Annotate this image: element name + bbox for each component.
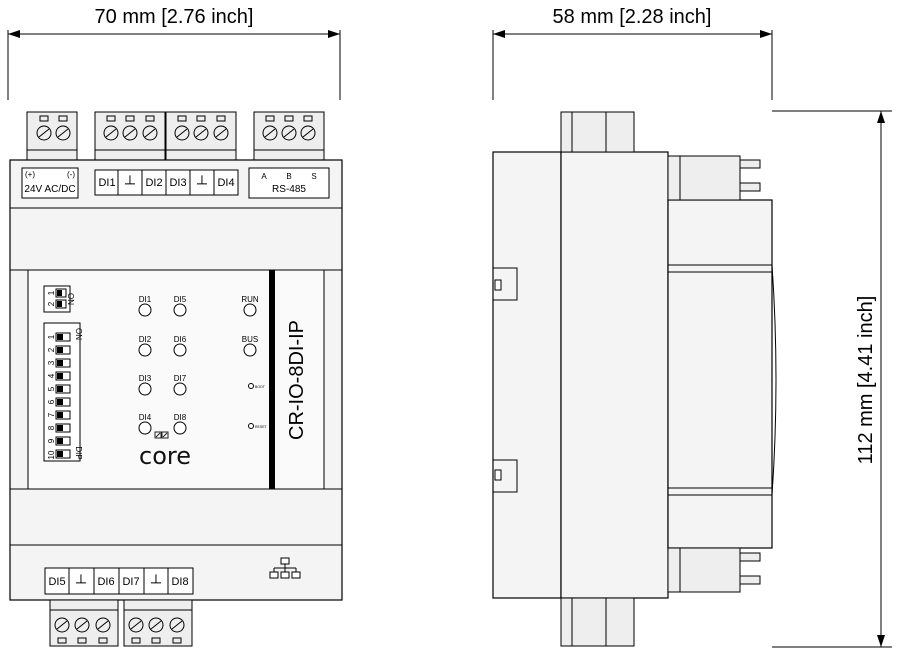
led-di6 bbox=[173, 343, 187, 357]
dip-large-numbers: 1 2 3 4 5 6 7 8 9 10 bbox=[47, 334, 56, 459]
led-di8-label: DI8 bbox=[174, 413, 187, 422]
front-width-label: 70 mm [2.76 inch] bbox=[95, 6, 254, 28]
dip-large-dip-label: DIP bbox=[74, 446, 83, 459]
dip-switch-large: ON DIP 1 2 3 4 5 6 7 bbox=[43, 322, 83, 462]
rs485-label: RS-485 bbox=[272, 184, 306, 195]
side-main-body bbox=[560, 151, 669, 599]
side-width-label: 58 mm [2.28 inch] bbox=[553, 6, 712, 28]
front-width-dimension: 70 mm [2.76 inch] bbox=[7, 6, 341, 100]
dip-switch-small: 1 2 ON bbox=[43, 285, 75, 313]
led-di3-label: DI3 bbox=[139, 374, 152, 383]
side-bottom-plugs bbox=[560, 547, 761, 647]
led-di4-label: DI4 bbox=[139, 413, 152, 422]
led-di6-label: DI6 bbox=[174, 335, 187, 344]
rs485-terminal-label: A B S RS-485 bbox=[248, 167, 330, 199]
power-terminal-label: (+) (-) 24V AC/DC bbox=[21, 167, 79, 199]
dip-num: 3 bbox=[47, 360, 56, 365]
boot-button[interactable] bbox=[248, 383, 254, 389]
dip-num: 4 bbox=[47, 373, 56, 378]
terminal-ground-icon: ┴ bbox=[75, 574, 86, 590]
side-view bbox=[492, 111, 777, 647]
bottom-terminal-labels: DI5 ┴ DI6 DI7 ┴ DI8 bbox=[44, 567, 194, 595]
power-minus-label: (-) bbox=[67, 170, 75, 179]
power-label: 24V AC/DC bbox=[24, 184, 75, 195]
led-di2 bbox=[138, 343, 152, 357]
led-di1 bbox=[138, 303, 152, 317]
dip-num: 1 bbox=[47, 334, 56, 339]
boot-label: BOOT bbox=[255, 385, 266, 389]
rs485-b-label: B bbox=[286, 172, 291, 181]
side-back-plate bbox=[492, 151, 562, 599]
dip-small-num: 1 bbox=[47, 290, 56, 295]
label-divider bbox=[269, 270, 275, 489]
led-di5 bbox=[173, 303, 187, 317]
terminal-di3-label: DI3 bbox=[169, 177, 186, 189]
top-terminal-labels: DI1 ┴ DI2 DI3 ┴ DI4 bbox=[94, 169, 239, 196]
core-logo: core bbox=[139, 431, 191, 470]
terminal-di1-label: DI1 bbox=[98, 177, 115, 189]
model-label: CR-IO-8DI-IP bbox=[286, 320, 308, 440]
rs485-a-label: A bbox=[261, 172, 267, 181]
dip-small-on-label: ON bbox=[66, 293, 75, 305]
dip-num: 5 bbox=[47, 386, 56, 391]
height-dimension: 112 mm [4.41 inch] bbox=[772, 110, 892, 648]
led-di2-label: DI2 bbox=[139, 335, 152, 344]
led-bus-label: BUS bbox=[242, 335, 258, 344]
led-indicators: DI1 DI5 RUN DI2 DI6 BUS DI3 DI7 BOOT DI4… bbox=[138, 295, 268, 435]
led-di7-label: DI7 bbox=[174, 374, 187, 383]
brand-name: core bbox=[139, 442, 191, 470]
terminal-di5-label: DI5 bbox=[48, 576, 65, 588]
rs485-s-label: S bbox=[311, 172, 316, 181]
led-di7 bbox=[173, 382, 187, 396]
dip-small-num: 2 bbox=[47, 301, 56, 306]
terminal-di8-label: DI8 bbox=[171, 576, 188, 588]
terminal-di4-label: DI4 bbox=[217, 177, 234, 189]
dip-num: 9 bbox=[47, 438, 56, 443]
led-di5-label: DI5 bbox=[174, 295, 187, 304]
network-icon bbox=[269, 557, 301, 579]
dip-num: 2 bbox=[47, 347, 56, 352]
terminal-di7-label: DI7 bbox=[122, 576, 139, 588]
terminal-ground-icon: ┴ bbox=[124, 175, 135, 191]
bottom-terminal-plugs bbox=[49, 599, 193, 647]
terminal-ground-icon: ┴ bbox=[196, 175, 207, 191]
dip-num: 10 bbox=[47, 450, 56, 459]
terminal-di2-label: DI2 bbox=[145, 177, 162, 189]
screw-icons-top bbox=[36, 125, 316, 141]
wire-slots-top bbox=[39, 115, 313, 122]
side-top-plugs bbox=[560, 111, 761, 201]
led-run-label: RUN bbox=[241, 295, 259, 304]
power-plus-label: (+) bbox=[25, 170, 35, 179]
side-front-step bbox=[667, 199, 773, 549]
reset-button[interactable] bbox=[248, 423, 254, 429]
side-width-dimension: 58 mm [2.28 inch] bbox=[492, 6, 773, 100]
front-view: (+) (-) 24V AC/DC DI1 ┴ DI2 DI3 ┴ DI4 A … bbox=[9, 111, 343, 647]
led-di3 bbox=[138, 382, 152, 396]
top-terminal-plugs bbox=[26, 111, 325, 161]
dip-num: 6 bbox=[47, 399, 56, 404]
terminal-di6-label: DI6 bbox=[97, 576, 114, 588]
height-label: 112 mm [4.41 inch] bbox=[855, 296, 877, 465]
led-di1-label: DI1 bbox=[139, 295, 152, 304]
led-di8 bbox=[173, 421, 187, 435]
dip-num: 7 bbox=[47, 412, 56, 417]
dip-large-on-label: ON bbox=[74, 328, 83, 340]
led-di4 bbox=[138, 421, 152, 435]
dip-large-switches bbox=[55, 332, 71, 459]
led-bus bbox=[243, 343, 257, 357]
dip-num: 8 bbox=[47, 425, 56, 430]
terminal-ground-icon: ┴ bbox=[150, 574, 161, 590]
led-run bbox=[243, 303, 257, 317]
reset-label: RESET bbox=[255, 425, 268, 429]
